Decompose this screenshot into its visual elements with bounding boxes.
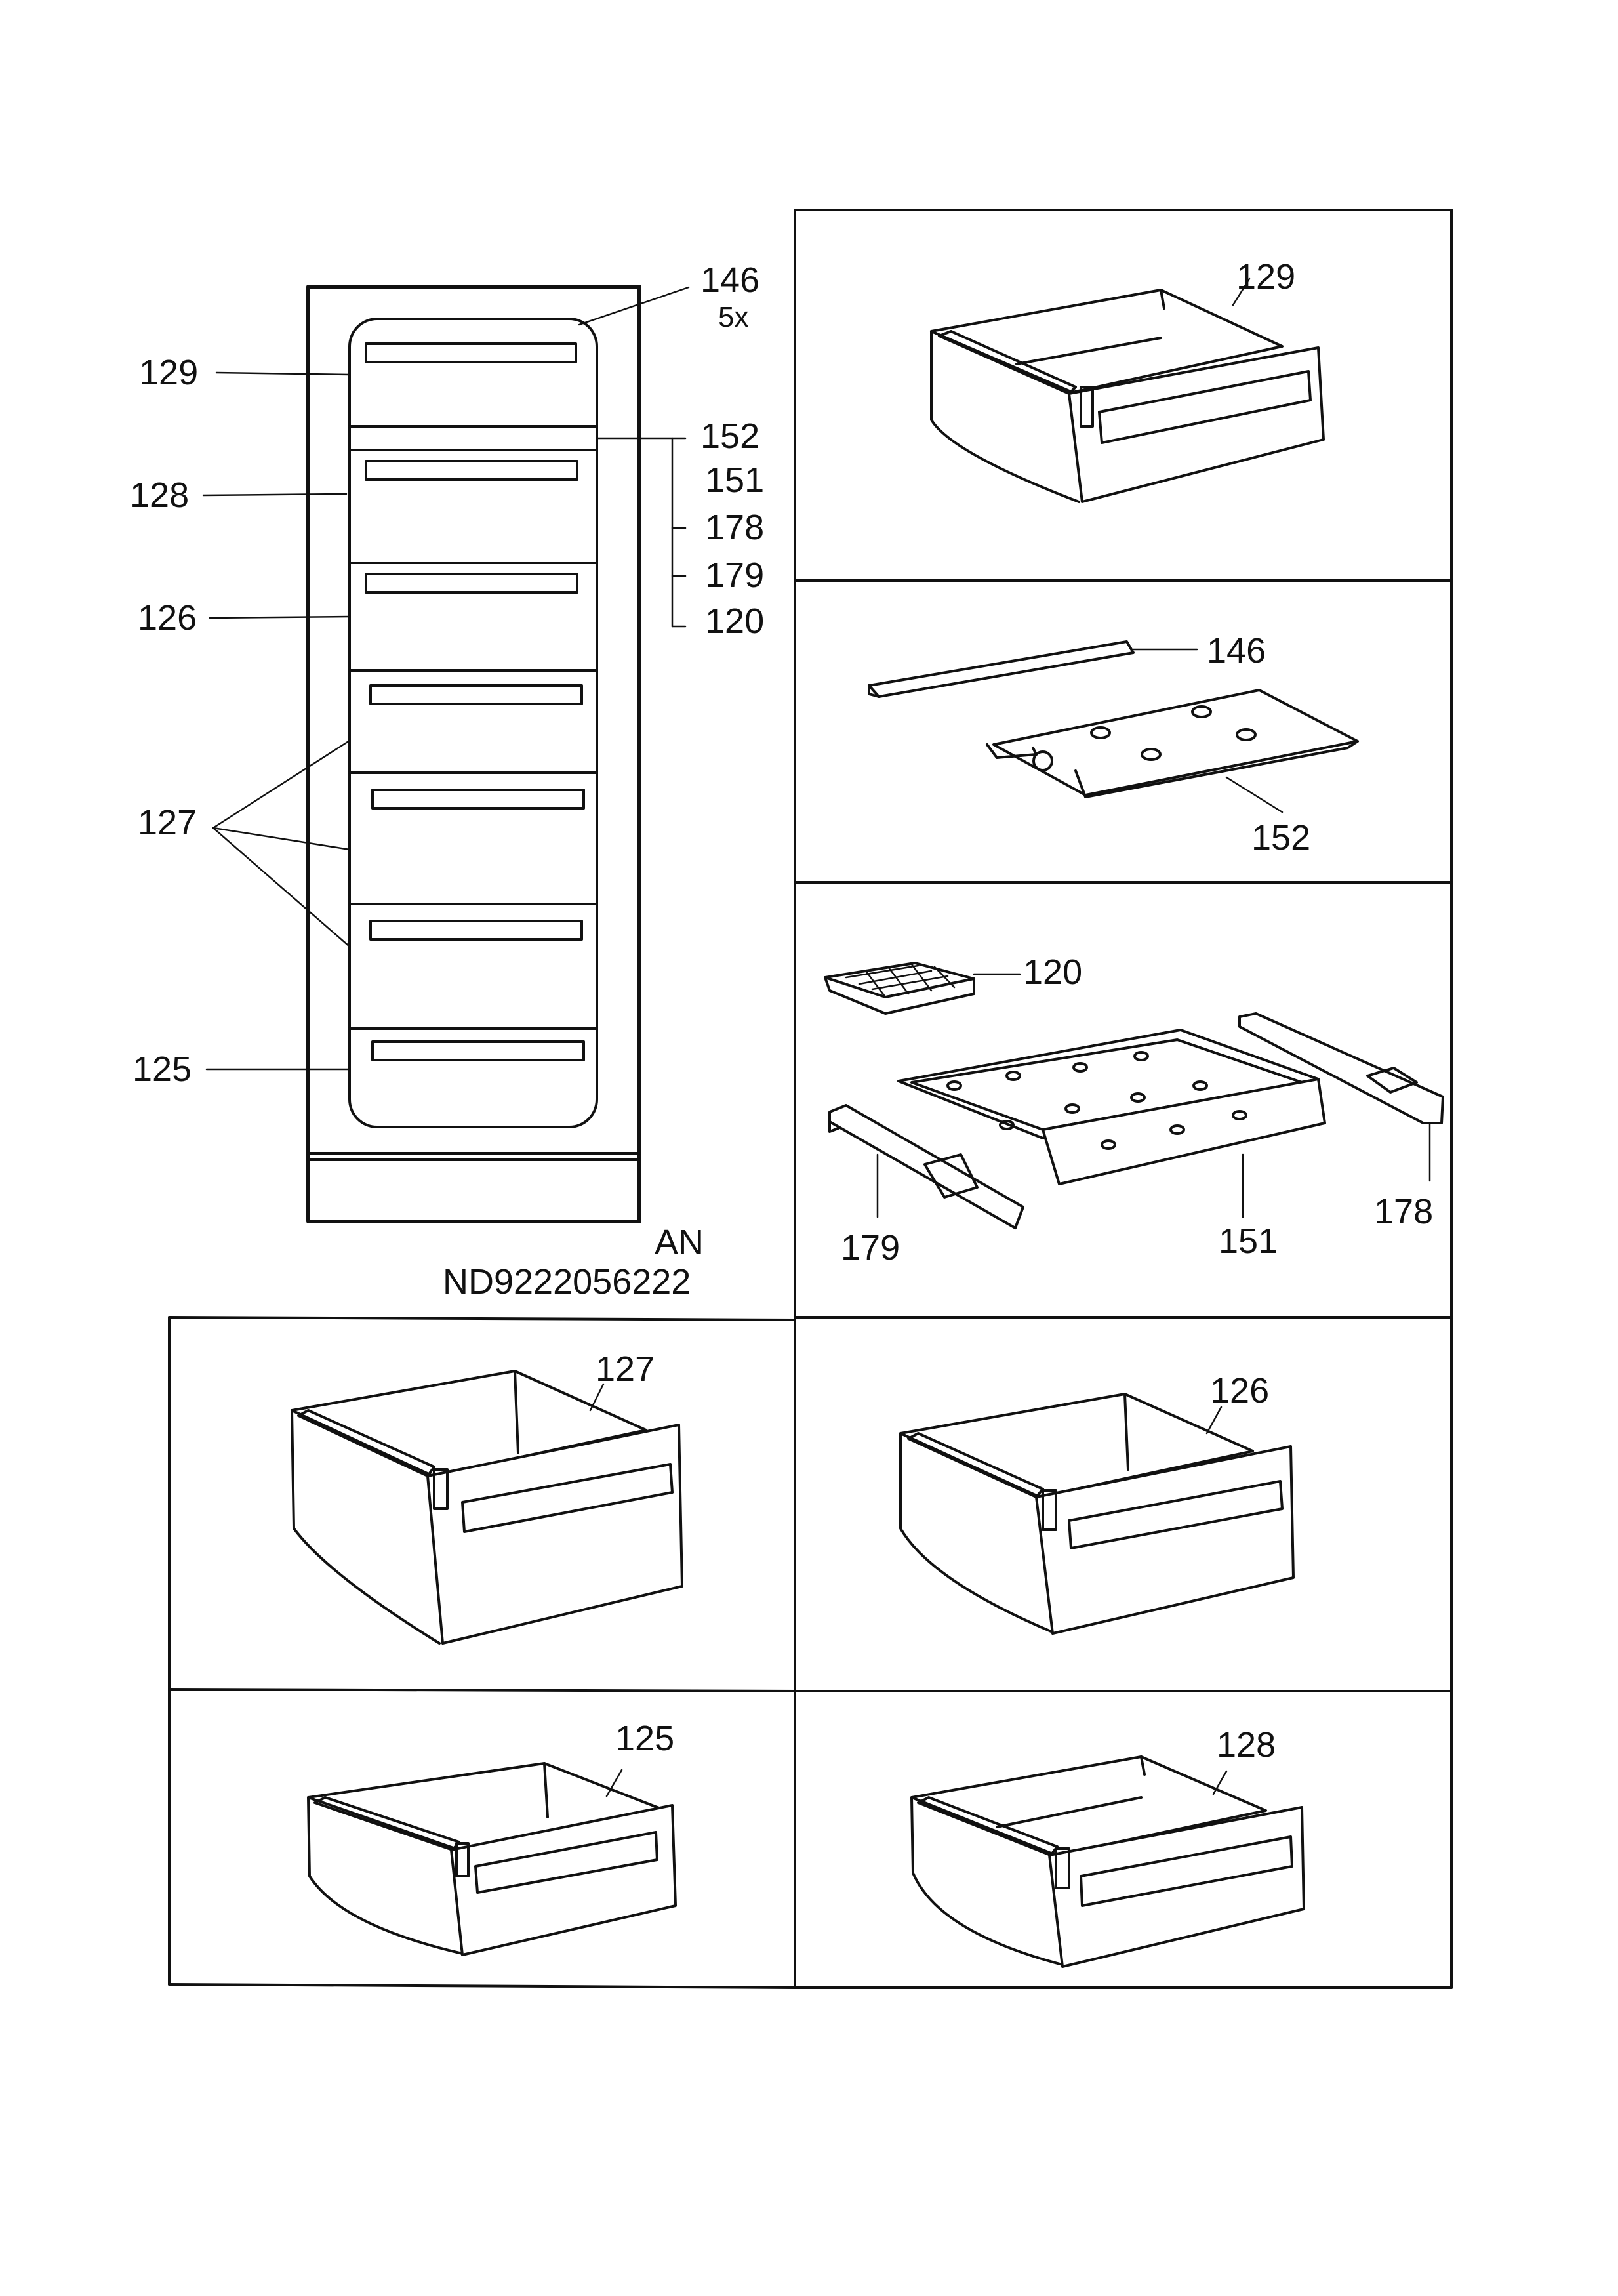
panel-label-126: 126 xyxy=(1210,1371,1269,1410)
panel-label-127: 127 xyxy=(596,1349,655,1389)
label-125: 125 xyxy=(132,1050,192,1089)
label-127: 127 xyxy=(138,803,197,842)
panel-label-151: 151 xyxy=(1219,1221,1278,1261)
drawer-129-drawing: 129 xyxy=(930,257,1325,503)
panel-label-120: 120 xyxy=(1023,953,1082,992)
panel-label-179: 179 xyxy=(841,1228,900,1267)
divider-and-shelf-drawing: 146 152 xyxy=(868,631,1359,857)
drawer-125-drawing: 125 xyxy=(307,1719,677,1956)
panel-label-146: 146 xyxy=(1207,631,1266,670)
label-179: 179 xyxy=(705,556,764,595)
drawer-126-drawing: 126 xyxy=(899,1371,1295,1635)
label-178: 178 xyxy=(705,508,764,547)
panel-label-129: 129 xyxy=(1236,257,1295,297)
label-120: 120 xyxy=(705,602,764,641)
label-128: 128 xyxy=(130,476,189,515)
label-151: 151 xyxy=(705,461,764,500)
overview-leader-lines xyxy=(202,286,690,1071)
label-129: 129 xyxy=(139,353,198,392)
ice-tray-and-freezer-shelf-drawing: 120 151 178 179 xyxy=(824,953,1444,1267)
overview-labels: 146 5x 129 152 151 178 179 120 128 126 1… xyxy=(130,260,764,1302)
label-5x: 5x xyxy=(718,301,748,333)
label-146: 146 xyxy=(700,260,759,300)
panel-label-128: 128 xyxy=(1217,1725,1276,1765)
panel-label-178: 178 xyxy=(1374,1192,1433,1231)
drawer-128-drawing: 128 xyxy=(910,1725,1305,1968)
label-152: 152 xyxy=(700,417,759,456)
label-an: AN xyxy=(655,1223,704,1262)
panel-label-152: 152 xyxy=(1251,818,1310,857)
label-126: 126 xyxy=(138,598,197,638)
document-code: ND9222056222 xyxy=(443,1262,691,1302)
drawer-127-drawing: 127 xyxy=(291,1349,683,1645)
panel-frames xyxy=(168,209,1453,1989)
freezer-cabinet xyxy=(306,285,641,1223)
panel-label-125: 125 xyxy=(615,1719,674,1758)
